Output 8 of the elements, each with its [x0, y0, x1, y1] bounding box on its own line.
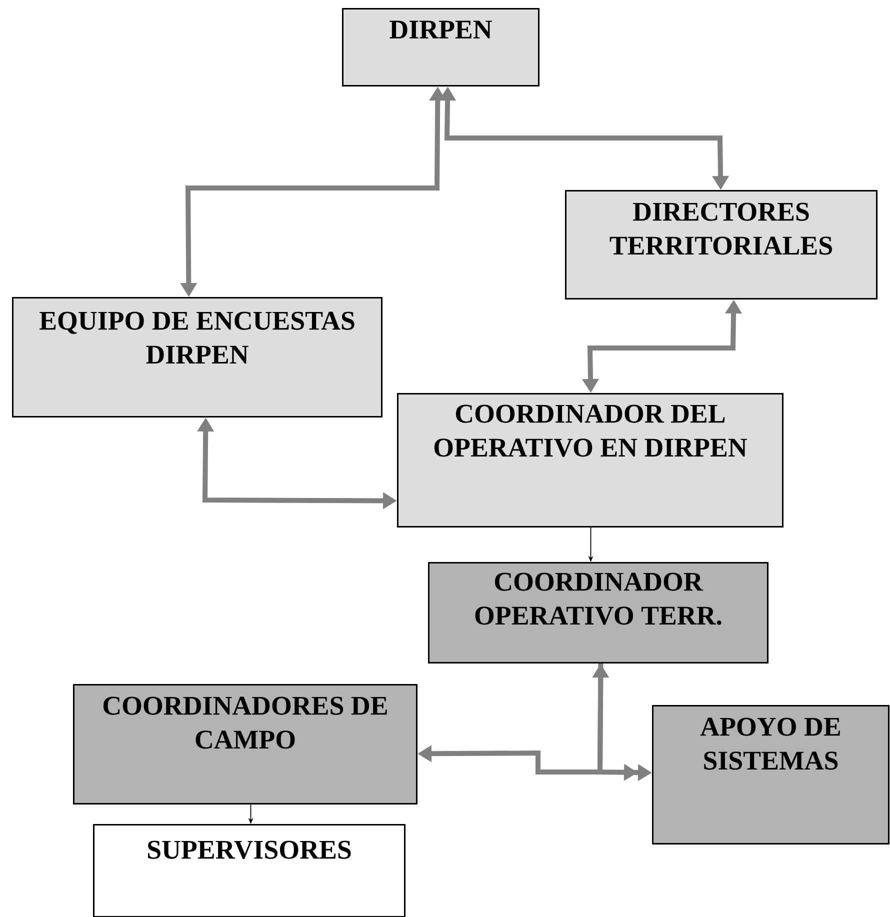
org-box: DIRPEN: [342, 8, 540, 86]
org-box: COORDINADOR DEL OPERATIVO EN DIRPEN: [397, 393, 784, 528]
org-box: EQUIPO DE ENCUESTAS DIRPEN: [12, 297, 382, 418]
org-box: COORDINADOR OPERATIVO TERR.: [428, 562, 768, 664]
org-box: DIRECTORES TERRITORIALES: [565, 190, 878, 300]
org-box: COORDINADORES DE CAMPO: [73, 684, 418, 804]
org-box: SUPERVISORES: [93, 824, 406, 917]
org-box: APOYO DE SISTEMAS: [652, 705, 890, 844]
